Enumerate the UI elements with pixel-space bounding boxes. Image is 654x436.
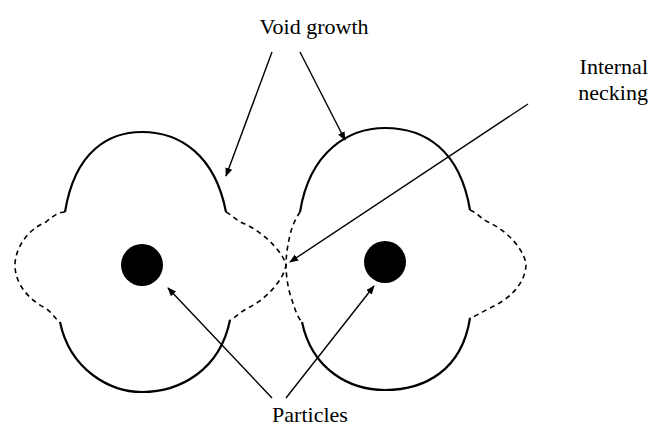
void-outline	[60, 320, 230, 392]
void-outline	[302, 318, 470, 390]
callout-label: Particles	[240, 402, 380, 428]
leader-arrow	[226, 52, 272, 176]
leader-arrow	[290, 104, 528, 262]
particle	[364, 241, 406, 283]
particle	[121, 244, 163, 286]
void-growth-outline	[226, 212, 286, 320]
leader-arrow	[168, 288, 272, 398]
void-growth-outline	[470, 210, 526, 318]
void-outline	[65, 132, 226, 212]
leader-arrow	[300, 52, 345, 140]
leader-arrow	[286, 286, 374, 398]
void-growth-outline	[15, 212, 65, 322]
title-label: Void growth	[214, 14, 414, 40]
void-growth-outline	[286, 212, 302, 322]
callout-label: Internal necking	[523, 54, 648, 106]
